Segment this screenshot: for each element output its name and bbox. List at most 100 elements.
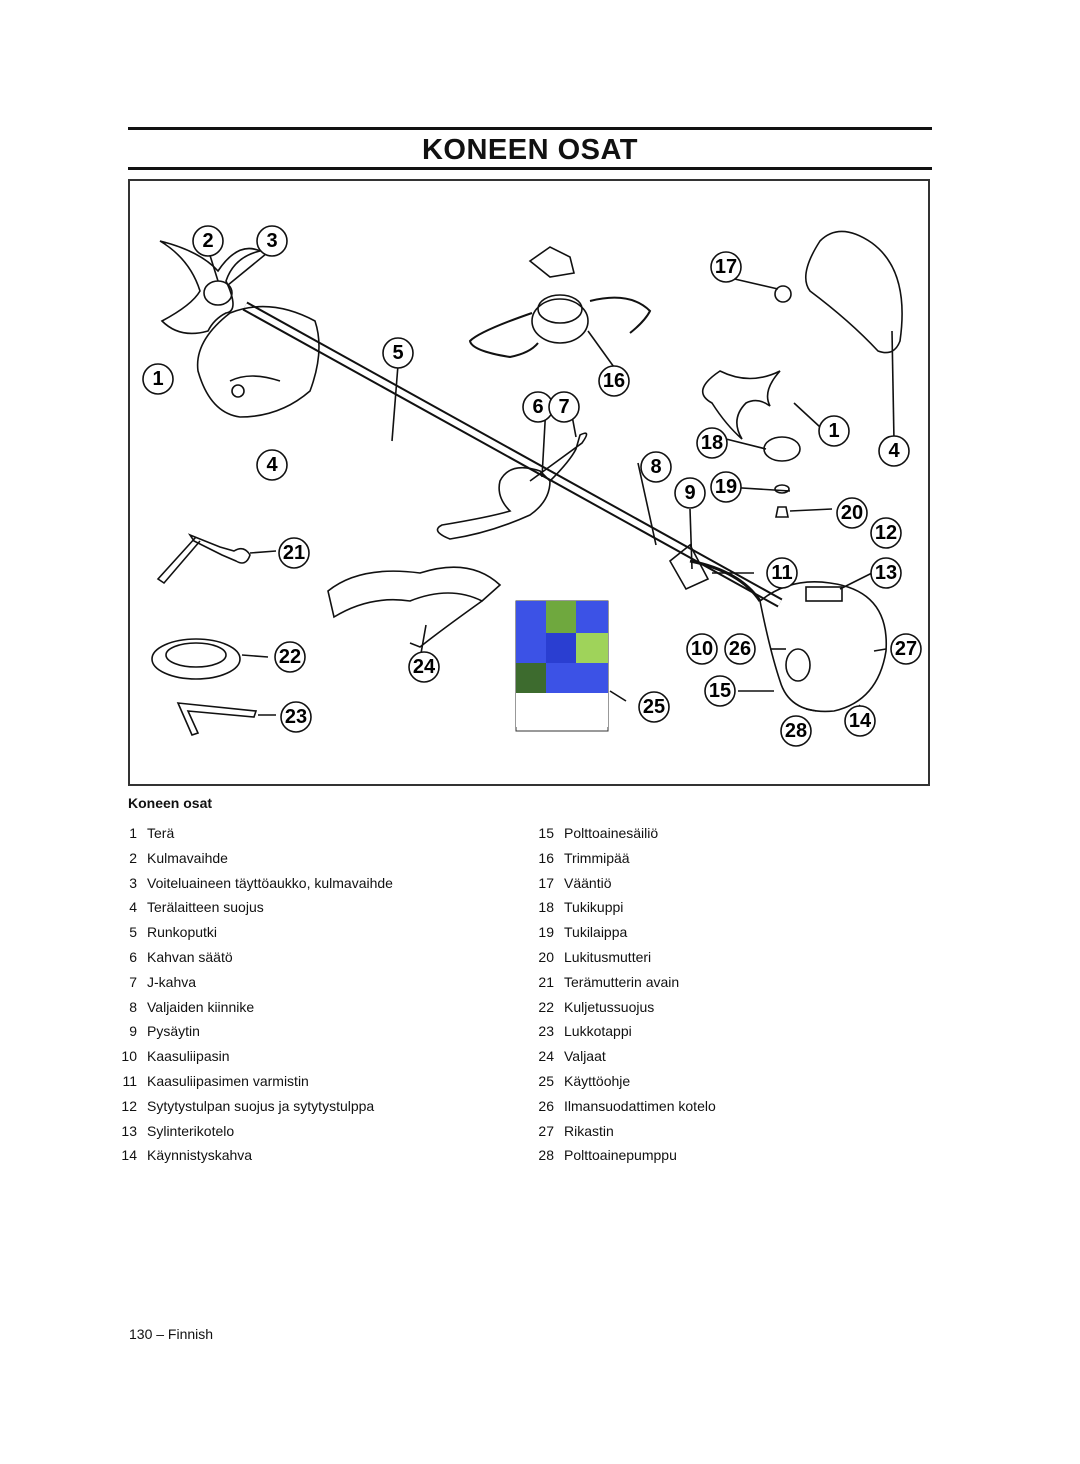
- callout-circle: [640, 451, 672, 483]
- part-label: Rikastin: [564, 1122, 614, 1139]
- part-number: 21: [538, 973, 554, 990]
- callout-circle: [870, 517, 902, 549]
- callout-label: 1: [152, 368, 163, 390]
- callout-label: 20: [841, 502, 863, 524]
- hex-key-drawing: [176, 702, 258, 736]
- part-number: 1: [129, 825, 137, 841]
- part-label: Lukitusmutteri: [564, 948, 652, 965]
- guard-drawing: [196, 305, 320, 418]
- part-label: Valjaat: [564, 1048, 606, 1065]
- callout-circle: [548, 391, 580, 423]
- callout-label: 13: [875, 562, 897, 584]
- part-label: Terä: [147, 825, 175, 841]
- part-number: 26: [538, 1097, 554, 1114]
- callout-label: 5: [392, 342, 403, 364]
- callout-label: 26: [729, 638, 751, 660]
- part-number: 25: [538, 1072, 554, 1089]
- part-label: Tukilaippa: [564, 924, 628, 941]
- callout-label: 23: [285, 706, 307, 728]
- callout-label: 15: [709, 680, 731, 702]
- part-number: 27: [538, 1122, 554, 1139]
- blade-guard-right: [804, 230, 903, 354]
- callout-circle: [274, 641, 306, 673]
- callout-circle: [638, 691, 670, 723]
- part-label: Runkoputki: [147, 924, 218, 941]
- figure-caption: Koneen osat: [128, 795, 213, 811]
- callout-circle: [142, 363, 174, 395]
- callout-circle: [704, 675, 736, 707]
- callout-label: 24: [413, 656, 436, 678]
- callout-label: 1: [828, 420, 839, 442]
- part-label: Tukikuppi: [564, 899, 624, 916]
- transport-guard-drawing: [151, 638, 241, 680]
- part-number: 14: [121, 1147, 137, 1164]
- title-underline: [128, 167, 932, 170]
- part-number: 10: [121, 1048, 137, 1065]
- part-number: 13: [121, 1122, 137, 1139]
- callout-label: 2: [202, 230, 213, 252]
- part-label: J-kahva: [147, 973, 197, 990]
- callout-label: 8: [650, 456, 661, 478]
- callout-circle: [256, 449, 288, 481]
- part-label: Kaasuliipasin: [147, 1048, 230, 1065]
- part-label: Voiteluaineen täyttöaukko, kulmavaihde: [147, 874, 393, 891]
- callout-label: 18: [701, 432, 723, 454]
- callout-circle: [780, 715, 812, 747]
- callout-label: 28: [785, 720, 807, 742]
- list-item: 1 Terä: [120, 825, 393, 850]
- part-label: Vääntiö: [564, 874, 612, 891]
- part-number: 18: [538, 899, 554, 916]
- callout-circle: [278, 537, 310, 569]
- part-label: Polttoainesäiliö: [564, 825, 659, 841]
- callout-label: 4: [266, 454, 278, 476]
- callout-circle: [280, 701, 312, 733]
- callout-circle: [710, 251, 742, 283]
- wrench-drawing: [156, 533, 251, 585]
- callout-circle: [256, 225, 288, 257]
- callout-label: 12: [875, 522, 897, 544]
- callout-label: 14: [849, 710, 872, 732]
- callout-label: 25: [643, 696, 665, 718]
- trimmer-line: [468, 312, 539, 359]
- part-label: Pysäytin: [147, 1023, 200, 1040]
- part-label: Terälaitteen suojus: [147, 899, 264, 916]
- part-label: Polttoainepumppu: [564, 1147, 677, 1164]
- saw-blade-drawing: [702, 370, 781, 440]
- part-label: Valjaiden kiinnike: [147, 998, 255, 1015]
- part-number: 20: [538, 948, 554, 965]
- callout-circle: [382, 337, 414, 369]
- shaft-tube-inner: [243, 303, 782, 606]
- callout-circle: [724, 633, 756, 665]
- callout-circle: [598, 365, 630, 397]
- callout-label: 16: [603, 370, 625, 392]
- callout-circle: [844, 705, 876, 737]
- list-item: 19 Tukilaippa: [537, 924, 716, 949]
- part-label: Lukkotappi: [564, 1023, 632, 1040]
- callout-circle: [192, 225, 224, 257]
- callout-circle: [890, 633, 922, 665]
- part-number: 12: [121, 1097, 137, 1114]
- part-label: Trimmipää: [564, 849, 630, 866]
- part-number: 19: [538, 924, 554, 941]
- callout-label: 17: [715, 256, 737, 278]
- parts-diagram-svg: 2317511667118448919201221111322102627241…: [142, 225, 922, 747]
- callout-label: 21: [283, 542, 305, 564]
